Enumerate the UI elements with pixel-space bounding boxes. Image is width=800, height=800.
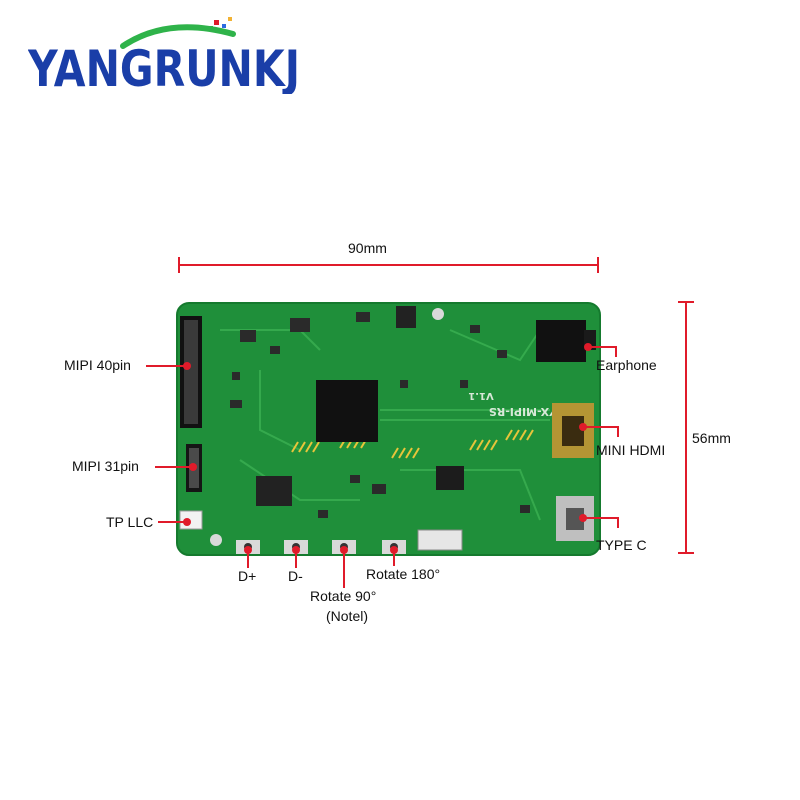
secondary-chip — [256, 476, 292, 506]
inductor-chip — [396, 306, 416, 328]
main-processor-chip — [316, 380, 378, 442]
dminus-label: D- — [288, 568, 303, 584]
width-label: 90mm — [348, 240, 387, 256]
dplus-label: D+ — [238, 568, 257, 584]
callout-markers — [146, 343, 619, 588]
mipi40-label: MIPI 40pin — [64, 357, 131, 373]
rotate90-label: Rotate 90° — [310, 588, 377, 604]
logo-text: YANGRUNKJ — [28, 40, 300, 94]
height-label: 56mm — [692, 430, 731, 446]
tp-label: TP LLC — [106, 514, 154, 530]
rotate90-note: (Notel) — [326, 608, 369, 624]
tp-connector — [179, 510, 203, 530]
hdmi-label: MINI HDMI — [596, 442, 666, 458]
mini-hdmi-port — [552, 403, 594, 458]
rotate180-label: Rotate 180° — [366, 566, 441, 582]
logo-swoosh — [120, 24, 236, 49]
pcb-board: YX-MIPI-RS V1.1 — [176, 302, 601, 556]
silkscreen-model: YX-MIPI-RS — [489, 405, 558, 418]
width-dimension — [178, 257, 599, 273]
typec-label: TYPE C — [596, 537, 647, 553]
brand-logo: YANGRUNKJ — [28, 17, 300, 94]
fpc-connector-bottom — [417, 529, 463, 551]
silkscreen-version: V1.1 — [468, 390, 493, 401]
height-dimension — [678, 301, 694, 554]
mipi40-connector — [180, 316, 202, 428]
mipi31-label: MIPI 31pin — [72, 458, 139, 474]
earphone-label: Earphone — [596, 357, 657, 373]
